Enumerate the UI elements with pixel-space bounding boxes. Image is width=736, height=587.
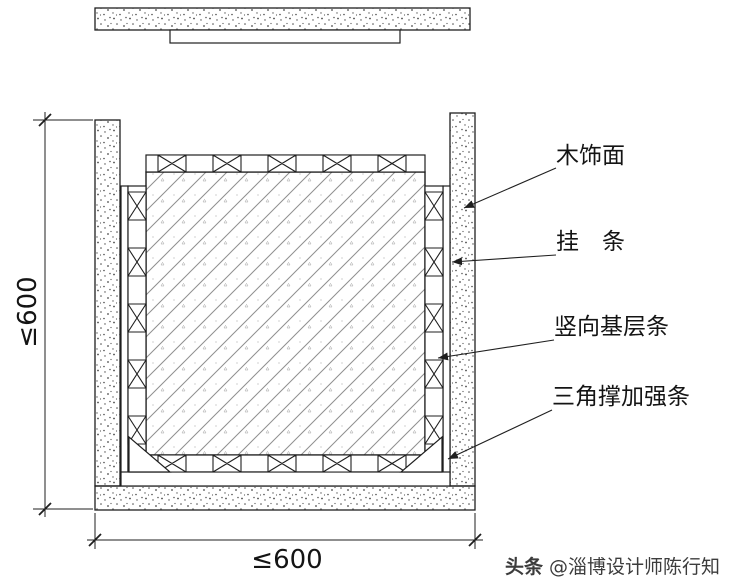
leader-wood-veneer bbox=[463, 167, 557, 209]
dim-tick bbox=[468, 533, 482, 547]
battens-right bbox=[424, 191, 444, 445]
top-beam bbox=[94, 7, 471, 31]
core-panel bbox=[145, 171, 426, 456]
right-wall bbox=[449, 112, 476, 487]
battens-bottom bbox=[157, 454, 407, 473]
battens bbox=[127, 154, 444, 473]
label-hanging-strip: 挂 条 bbox=[556, 229, 625, 255]
label-wood-veneer: 木饰面 bbox=[556, 143, 625, 169]
leader-triangle-brace bbox=[447, 409, 553, 460]
left-finish-rail bbox=[120, 185, 129, 474]
dimension-bottom-value: ≤600 bbox=[251, 545, 322, 575]
watermark: 头条 @淄博设计师陈行知 bbox=[505, 555, 720, 578]
brace-bottom-right bbox=[399, 435, 443, 473]
left-wall bbox=[94, 119, 121, 487]
battens-top bbox=[157, 154, 407, 173]
leader-vertical-base-strip bbox=[437, 339, 555, 361]
annotation-labels: 木饰面 挂 条 竖向基层条 三角撑加强条 bbox=[552, 143, 690, 410]
top-beam-section bbox=[94, 7, 471, 44]
bottom-slab bbox=[94, 485, 476, 511]
dim-tick bbox=[38, 502, 52, 516]
brace-bottom-left bbox=[128, 435, 172, 473]
dim-tick bbox=[88, 533, 102, 547]
leader-hanging-strip bbox=[451, 254, 557, 266]
top-beam-recess bbox=[169, 29, 401, 44]
bottom-continuous-rail bbox=[120, 471, 451, 487]
dimension-bottom: ≤600 bbox=[87, 513, 483, 575]
dim-tick bbox=[38, 113, 52, 127]
leader-lines bbox=[437, 167, 557, 460]
corner-braces bbox=[128, 435, 443, 473]
dimension-left-value: ≤600 bbox=[13, 276, 43, 347]
battens-left bbox=[127, 191, 147, 445]
dimension-left: ≤600 bbox=[13, 112, 93, 517]
watermark-handle: @淄博设计师陈行知 bbox=[549, 556, 720, 578]
watermark-brand: 头条 bbox=[505, 555, 544, 578]
label-vertical-base-strip: 竖向基层条 bbox=[554, 314, 669, 340]
right-finish-rail bbox=[442, 185, 451, 474]
label-triangle-brace-strip: 三角撑加强条 bbox=[552, 384, 690, 410]
